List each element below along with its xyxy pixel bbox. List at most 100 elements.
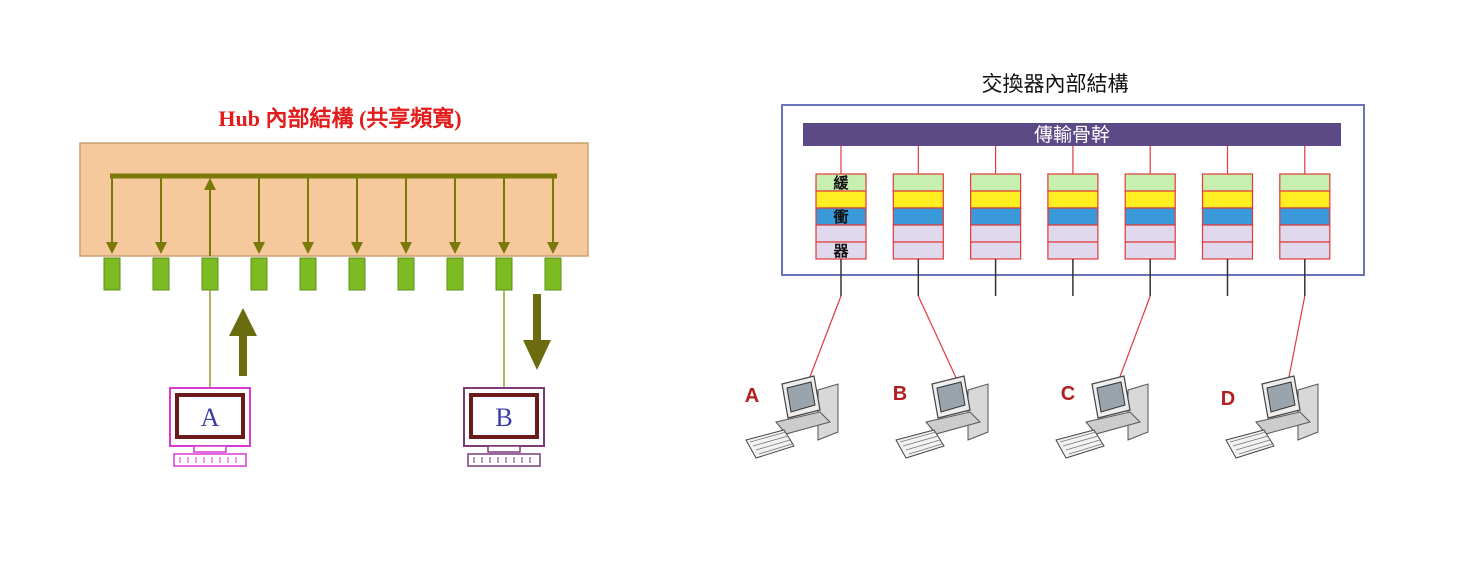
- pc-keyboard-row: [1065, 439, 1101, 451]
- hub-port: [201, 257, 219, 291]
- pc-keyboard-row: [902, 435, 939, 447]
- buffer-cell: [969, 241, 1022, 260]
- buffer-stack: [1047, 146, 1099, 296]
- buffer-stack: [892, 146, 944, 296]
- pc-keyboard-row: [755, 439, 791, 451]
- buffer-cell: [1124, 173, 1176, 192]
- hub-port: [495, 257, 513, 291]
- hub-port: [250, 257, 268, 291]
- hub-drop-arrowhead: [351, 242, 363, 254]
- computer-label: C: [1061, 383, 1075, 405]
- buffer-cell: [1201, 190, 1254, 209]
- buffer-cell: [892, 241, 944, 260]
- buffer-cell: [1047, 173, 1099, 192]
- pc-tower: [817, 383, 839, 441]
- hub-drop-arrowhead: [302, 242, 314, 254]
- hub-terminal: B: [463, 290, 551, 467]
- monitor-stand: [487, 445, 521, 453]
- buffer-cell: [1279, 207, 1331, 226]
- hub-up-arrow: [229, 308, 257, 376]
- pc-keyboard-row: [1229, 431, 1267, 443]
- pc-keyboard: [745, 429, 795, 459]
- buffer-stack: [1201, 146, 1254, 296]
- hub-port: [397, 257, 415, 291]
- buffer-cell: [815, 190, 867, 209]
- pc-keyboard-row: [1062, 435, 1099, 447]
- hub-box: [79, 142, 589, 257]
- hub-port: [103, 257, 121, 291]
- buffer-cell: [969, 207, 1022, 226]
- buffer-stack: [1279, 146, 1331, 296]
- hub-down-arrow: [523, 294, 551, 370]
- hub-port: [446, 257, 464, 291]
- hub-uplink-arrowhead: [204, 178, 216, 190]
- buffer-cell: [1047, 241, 1099, 260]
- hub-drop-arrowhead: [106, 242, 118, 254]
- pc-tower: [967, 383, 989, 441]
- pc-keyboard: [895, 429, 945, 459]
- switch-buffers: 緩衝器: [815, 146, 1331, 296]
- buffer-cell: [1279, 224, 1331, 243]
- pc-keyboard-row: [905, 439, 941, 451]
- backbone-label: 傳輸骨幹: [1034, 124, 1110, 146]
- hub-port: [544, 257, 562, 291]
- hub-drop-arrowhead: [547, 242, 559, 254]
- pc-tower: [1127, 383, 1149, 441]
- pc-screen: [786, 381, 816, 413]
- hub-drop-lines: [106, 176, 559, 256]
- buffer-cell: [1279, 190, 1331, 209]
- pc-keyboard-row: [1235, 439, 1271, 451]
- computer-label: A: [745, 385, 759, 407]
- buffer-cell: [1047, 224, 1099, 243]
- keyboard: [467, 453, 541, 467]
- terminal-label: B: [495, 403, 512, 432]
- hub-ports: [103, 257, 562, 291]
- buffer-cell: [1201, 173, 1254, 192]
- buffer-cell: [892, 207, 944, 226]
- buffer-cell: [1124, 241, 1176, 260]
- pc-keyboard-row: [758, 443, 793, 455]
- pc-keyboard-row: [1238, 443, 1273, 455]
- switch-title: 交換器內部結構: [982, 72, 1129, 96]
- pc-keyboard: [1225, 429, 1275, 459]
- hub-port: [299, 257, 317, 291]
- hub-port: [348, 257, 366, 291]
- hub-port: [152, 257, 170, 291]
- buffer-cell: [1201, 207, 1254, 226]
- backbone-bar: [803, 123, 1341, 146]
- computer-link: [807, 295, 842, 383]
- buffer-cell: [969, 173, 1022, 192]
- buffer-stack: 緩衝器: [815, 146, 867, 296]
- buffer-cell: [1124, 224, 1176, 243]
- terminal-label: A: [201, 403, 220, 432]
- computer: B: [893, 375, 989, 459]
- monitor-screen: [469, 393, 539, 439]
- buffer-label-char: 器: [832, 242, 849, 260]
- computer: D: [1221, 375, 1319, 459]
- buffer-cell: [1279, 241, 1331, 260]
- computer-link: [1287, 295, 1306, 383]
- buffer-cell: [1279, 173, 1331, 192]
- pc-keyboard-row: [1232, 435, 1269, 447]
- buffer-cell: [1047, 190, 1099, 209]
- buffer-cell: [969, 190, 1022, 209]
- buffer-label-char: 緩: [833, 174, 849, 192]
- hub-terminal: A: [169, 290, 257, 467]
- keyboard: [173, 453, 247, 467]
- pc-screen: [1096, 381, 1126, 413]
- computer: C: [1055, 375, 1149, 459]
- pc-keyboard-row: [1068, 443, 1103, 455]
- computer-link: [917, 295, 959, 383]
- pc-tower: [1297, 383, 1319, 441]
- buffer-stack: [969, 146, 1022, 296]
- buffer-cell: [892, 173, 944, 192]
- computer-label: D: [1221, 388, 1235, 410]
- hub-drop-arrowhead: [155, 242, 167, 254]
- buffer-label-char: 衝: [832, 208, 848, 226]
- buffer-cell: [969, 224, 1022, 243]
- buffer-cell: [1124, 207, 1176, 226]
- hub-drop-arrowhead: [253, 242, 265, 254]
